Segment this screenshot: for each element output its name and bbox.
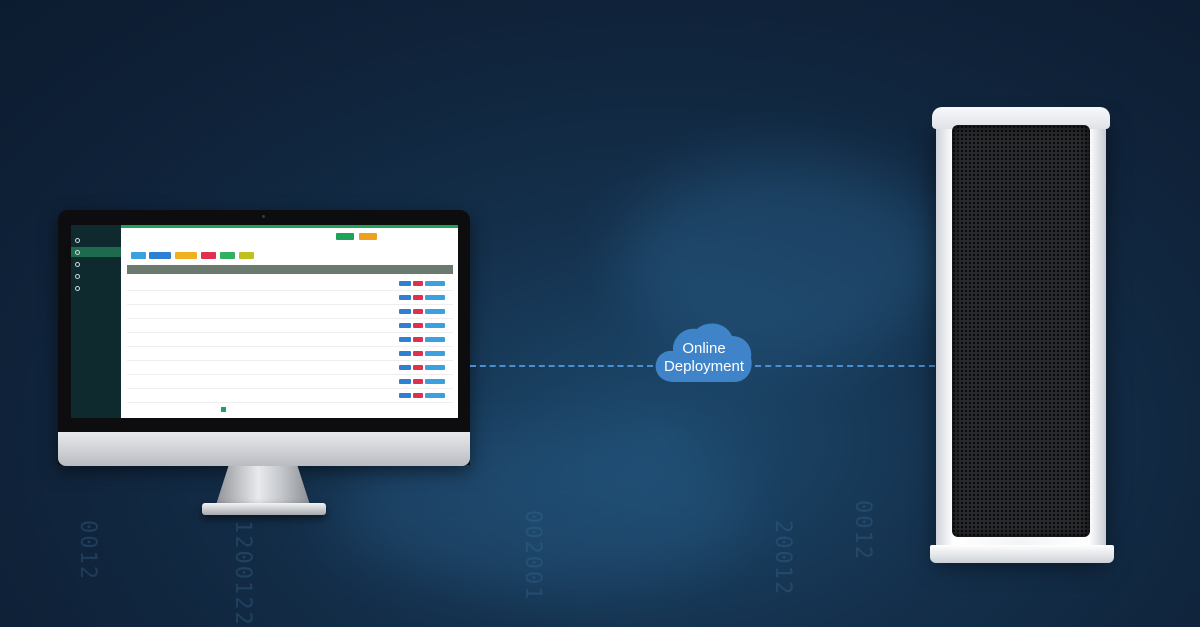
screen-page bbox=[261, 407, 266, 412]
connection-label-line1: Online bbox=[682, 340, 726, 357]
background-glow bbox=[620, 160, 950, 360]
monitor-base bbox=[202, 503, 326, 515]
screen-sidebar bbox=[71, 225, 121, 418]
screen-sidebar-item bbox=[71, 235, 121, 245]
binary-decoration: 20012 bbox=[770, 520, 795, 597]
screen-table-row bbox=[127, 375, 453, 389]
screen-filter-row bbox=[127, 234, 452, 243]
speaker-grill bbox=[952, 125, 1090, 537]
screen-toolbar-button bbox=[220, 252, 235, 259]
screen-table-row bbox=[127, 347, 453, 361]
connection-line-right bbox=[755, 365, 935, 367]
screen-page bbox=[253, 407, 258, 412]
screen-sidebar-item bbox=[71, 259, 121, 269]
speaker-icon bbox=[930, 107, 1114, 563]
screen-toolbar-button bbox=[175, 252, 197, 259]
screen-top-accent bbox=[121, 225, 458, 228]
connection-label: Online Deployment bbox=[652, 340, 756, 376]
screen-table-row bbox=[127, 277, 453, 291]
speaker-bottom-cap bbox=[930, 545, 1114, 563]
screen-sidebar-item bbox=[71, 247, 121, 257]
binary-decoration: 002001 bbox=[520, 510, 545, 602]
screen-page bbox=[237, 407, 242, 412]
screen-toolbar-button bbox=[131, 252, 146, 259]
cloud-icon bbox=[655, 323, 752, 382]
screen-sidebar-item bbox=[71, 283, 121, 293]
screen-table-header bbox=[127, 265, 453, 274]
screen-toolbar-button bbox=[201, 252, 216, 259]
speaker-top-cap bbox=[932, 107, 1110, 129]
screen-table-row bbox=[127, 305, 453, 319]
screen-sidebar-item bbox=[71, 271, 121, 281]
monitor-camera bbox=[262, 215, 265, 218]
binary-decoration: 0012 bbox=[850, 500, 875, 561]
screen-pagination bbox=[221, 406, 266, 413]
monitor-chin bbox=[58, 432, 470, 466]
screen-table-row bbox=[127, 333, 453, 347]
screen-table-row bbox=[127, 319, 453, 333]
screen-page bbox=[245, 407, 250, 412]
screen-page bbox=[229, 407, 234, 412]
screen-reset-button bbox=[359, 233, 377, 240]
screen-page bbox=[221, 407, 226, 412]
screen-table-row bbox=[127, 361, 453, 375]
screen-toolbar-button bbox=[239, 252, 254, 259]
screen-table-row bbox=[127, 291, 453, 305]
binary-decoration: 0012 bbox=[75, 520, 100, 581]
screen-table-row bbox=[127, 389, 453, 403]
monitor-screen bbox=[71, 225, 458, 418]
connection-label-line2: Deployment bbox=[663, 358, 745, 375]
monitor-stand bbox=[215, 466, 311, 508]
connection-line-left bbox=[470, 365, 653, 367]
screen-toolbar-button bbox=[149, 252, 171, 259]
binary-decoration: 1200122 bbox=[230, 520, 255, 627]
screen-search-button bbox=[336, 233, 354, 240]
